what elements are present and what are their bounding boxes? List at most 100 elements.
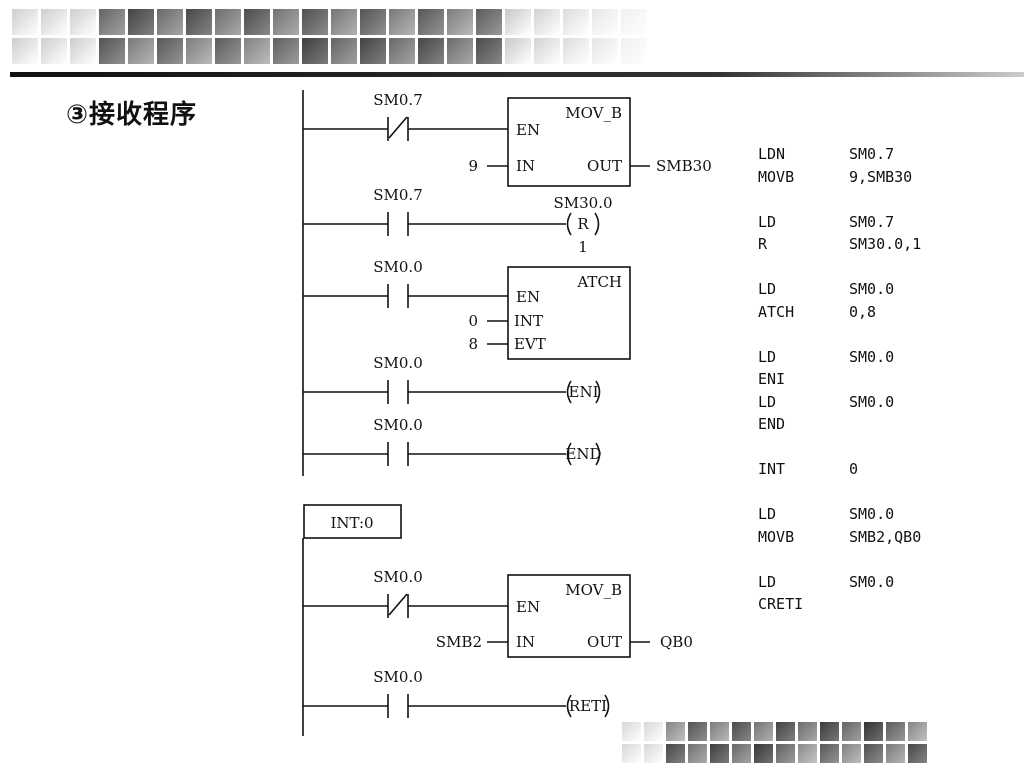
decor-tile — [710, 722, 729, 741]
stl-opcode: MOVB — [758, 527, 795, 546]
decor-tile — [842, 722, 861, 741]
box-name: MOV_B — [565, 104, 622, 122]
coil-label: ENI — [569, 383, 599, 401]
stl-operand: SM0.0 — [849, 347, 895, 366]
decor-tile — [41, 38, 67, 64]
decor-tile — [666, 722, 685, 741]
decor-tile — [70, 9, 96, 35]
pin-in: IN — [516, 633, 535, 651]
decor-tile — [157, 9, 183, 35]
interrupt-label: INT:0 — [330, 514, 373, 532]
stl-operand: SM0.0 — [849, 280, 895, 298]
decor-tile — [157, 38, 183, 64]
function-box — [507, 97, 631, 187]
decor-tile — [215, 9, 241, 35]
stl-operand — [849, 256, 921, 279]
stl-operand: 0 — [849, 460, 859, 478]
coil-count: 1 — [578, 238, 588, 256]
decor-tile — [592, 9, 618, 35]
decor-tile — [534, 9, 560, 35]
coil-label: END — [565, 445, 601, 463]
decor-tile — [776, 744, 795, 763]
coil-operand: SM30.0 — [553, 194, 612, 212]
decor-tile — [908, 744, 927, 763]
stl-operand: SM0.7 — [849, 212, 895, 231]
contact-label: SM0.0 — [373, 354, 423, 372]
coil-right — [604, 694, 610, 718]
decor-tile — [666, 744, 685, 763]
decor-tile — [302, 38, 328, 64]
stl-opcode: ENI — [758, 370, 786, 388]
decor-tile — [331, 38, 357, 64]
contact-label: SM0.0 — [373, 258, 423, 276]
stl-opcode — [758, 188, 803, 211]
decor-tile — [732, 744, 751, 763]
function-box — [507, 266, 631, 360]
decor-tile — [244, 9, 270, 35]
box-name: MOV_B — [565, 581, 622, 599]
decor-tile — [273, 38, 299, 64]
decor-tile — [186, 9, 212, 35]
stl-operand: SMB2,QB0 — [849, 527, 922, 546]
box-name: ATCH — [576, 273, 622, 291]
coil-right — [595, 380, 601, 404]
decor-tile — [644, 722, 663, 741]
function-box — [507, 574, 631, 658]
coil-left — [566, 212, 572, 236]
stl-opcode — [758, 548, 803, 571]
nc-slash — [388, 593, 408, 616]
stl-opcode — [758, 436, 803, 459]
stl-opcode: LD — [758, 347, 777, 366]
decor-tile — [389, 9, 415, 35]
pin-out: OUT — [587, 157, 622, 175]
decor-tile — [622, 744, 641, 763]
stl-operand — [849, 481, 921, 504]
decor-tile — [476, 38, 502, 64]
stl-opcode — [758, 323, 803, 346]
out-value: QB0 — [660, 633, 693, 651]
decor-tile — [732, 722, 751, 741]
decor-tile — [621, 9, 647, 35]
decor-tile — [754, 722, 773, 741]
out-value: SMB30 — [656, 157, 712, 175]
decor-tile — [186, 38, 212, 64]
stl-operand: 0,8 — [849, 302, 877, 321]
decor-tile — [563, 9, 589, 35]
pin-in: IN — [516, 157, 535, 175]
decor-tile — [864, 744, 883, 763]
stl-opcode: INT — [758, 460, 786, 478]
pin-out: OUT — [587, 633, 622, 651]
decor-tile — [842, 744, 861, 763]
stl-opcode: CRETI — [758, 595, 804, 613]
contact-label: SM0.7 — [373, 91, 423, 109]
stl-opcode: LD — [758, 505, 777, 523]
coil-label: R — [577, 215, 589, 233]
stl-opcode: END — [758, 415, 786, 433]
decor-tile — [447, 38, 473, 64]
coil-label: RETI — [569, 697, 607, 715]
decor-tile — [621, 38, 647, 64]
decor-tile — [418, 9, 444, 35]
decor-tile — [12, 9, 38, 35]
stl-opcode: LD — [758, 212, 777, 231]
stl-operand: SM0.7 — [849, 145, 895, 163]
decor-tile — [273, 9, 299, 35]
decor-tile — [302, 9, 328, 35]
stl-opcode: LD — [758, 392, 777, 411]
decor-tile — [820, 722, 839, 741]
stl-operand — [849, 323, 921, 346]
decor-tile — [389, 38, 415, 64]
decor-tile — [798, 744, 817, 763]
stl-opcode: R — [758, 235, 768, 253]
pin-en: EN — [516, 598, 540, 616]
in-value: SMB2 — [436, 633, 482, 651]
pin-evt: EVT — [514, 335, 546, 353]
decor-tile — [215, 38, 241, 64]
decor-tile — [244, 38, 270, 64]
decor-tile — [70, 38, 96, 64]
coil-right — [595, 442, 601, 466]
decor-tile — [99, 9, 125, 35]
stl-opcode: ATCH — [758, 302, 795, 321]
